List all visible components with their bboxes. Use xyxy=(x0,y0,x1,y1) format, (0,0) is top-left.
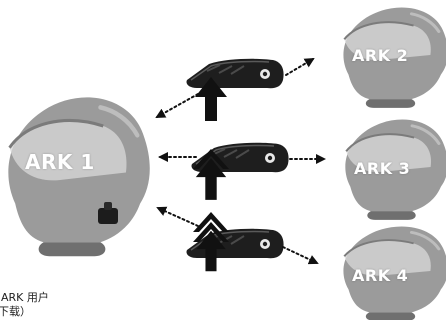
caption-line-1: ARK 用户 xyxy=(1,292,49,303)
helmet-icon xyxy=(8,97,149,256)
helmet-label-ark-1: ARK 1 xyxy=(25,152,95,172)
intercom-device-icon xyxy=(98,208,118,224)
helmet-label-ark-4: ARK 4 xyxy=(352,268,408,284)
caption-line-2: 下载） xyxy=(0,306,31,317)
dotted-arrow-icon xyxy=(157,94,198,117)
helmet-label-ark-3: ARK 3 xyxy=(354,161,410,177)
dotted-arrow-icon xyxy=(283,247,317,263)
dotted-arrow-icon xyxy=(286,59,313,75)
intercom-device-icon xyxy=(186,59,283,88)
up-arrow-icon xyxy=(193,212,229,271)
dotted-arrow-icon xyxy=(158,208,198,226)
helmet-label-ark-2: ARK 2 xyxy=(352,48,408,64)
